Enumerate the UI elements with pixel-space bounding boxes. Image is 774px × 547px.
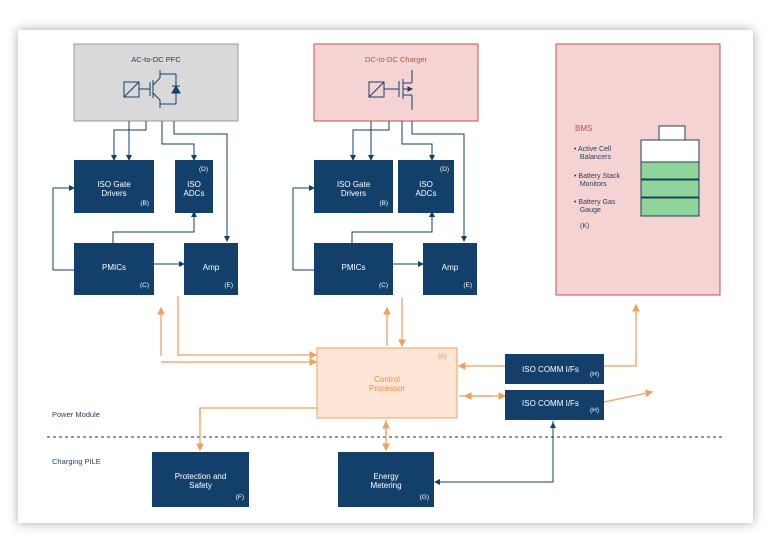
left-iso-adc-code: (D): [198, 166, 208, 173]
left-iso-adc-label: ISO ADCs: [183, 180, 205, 198]
zone-charging-pile: Charging PILE: [52, 457, 101, 466]
iso-comm-1-code: (H): [589, 371, 599, 378]
control-processor-label: Control Processor: [368, 375, 405, 393]
mid-pmics-code: (C): [378, 282, 388, 289]
control-processor-code: (A): [438, 353, 447, 360]
protection-code: (F): [235, 494, 244, 501]
charger-title: DC-to-DC Charger: [364, 55, 428, 64]
metering-label: Energy Metering: [370, 472, 402, 490]
left-amp-label: Amp: [202, 263, 220, 272]
mid-amp-label: Amp: [441, 263, 459, 272]
mid-pmics: PMICs (C): [314, 243, 393, 295]
mid-pmics-label: PMICs: [341, 263, 366, 272]
dc-dc-charger-box: [313, 43, 479, 122]
left-iso-adcs: ISO ADCs (D): [175, 160, 213, 213]
left-pmics-code: (C): [139, 282, 149, 289]
iso-comm-2-label: ISO COMM I/Fs: [522, 399, 579, 408]
iso-comm-1-label: ISO COMM I/Fs: [522, 365, 579, 374]
pfc-title: AC-to-DC PFC: [131, 55, 181, 64]
charger-converter-symbol: [368, 70, 414, 110]
left-iso-gate-code: (B): [140, 200, 149, 207]
left-iso-gate-drivers: ISO Gate Drivers (B): [74, 160, 154, 213]
bms-code: (K): [580, 223, 590, 230]
mid-iso-adc-code: (D): [439, 166, 449, 173]
mid-iso-gate-drivers: ISO Gate Drivers (B): [314, 160, 393, 213]
mid-iso-gate-code: (B): [379, 200, 388, 207]
left-iso-gate-label: ISO Gate Drivers: [97, 180, 131, 198]
zone-power-module: Power Module: [52, 410, 100, 419]
mid-amp-code: (E): [463, 282, 472, 289]
left-pmics-label: PMICs: [102, 263, 126, 272]
bms-title: BMS: [575, 124, 593, 133]
energy-metering: Energy Metering (G): [338, 452, 434, 507]
left-amp: Amp (E): [184, 243, 238, 295]
left-amp-code: (E): [224, 282, 233, 289]
battery-icon: [640, 125, 700, 217]
metering-code: (G): [419, 494, 429, 501]
iso-comm-2-code: (H): [589, 407, 599, 414]
left-pmics: PMICs (C): [74, 243, 154, 295]
bms-item-balancers: • Active Cell Balancers: [574, 146, 612, 161]
iso-comm-2: ISO COMM I/Fs (H): [505, 390, 604, 420]
mid-iso-adc-label: ISO ADCs: [415, 180, 437, 198]
mid-iso-gate-label: ISO Gate Drivers: [336, 180, 371, 198]
bms-item-gauge: • Battery Gas Gauge: [574, 199, 616, 214]
mid-iso-adcs: ISO ADCs (D): [398, 160, 454, 213]
iso-comm-1: ISO COMM I/Fs (H): [505, 354, 604, 384]
protection-and-safety: Protection and Safety (F): [152, 452, 249, 507]
control-processor-box: [316, 347, 458, 419]
mid-amp: Amp (E): [423, 243, 477, 295]
protection-label: Protection and Safety: [174, 472, 227, 490]
pfc-converter-symbol: [123, 70, 181, 108]
bms-item-monitors: • Battery Stack Monitors: [574, 173, 621, 188]
